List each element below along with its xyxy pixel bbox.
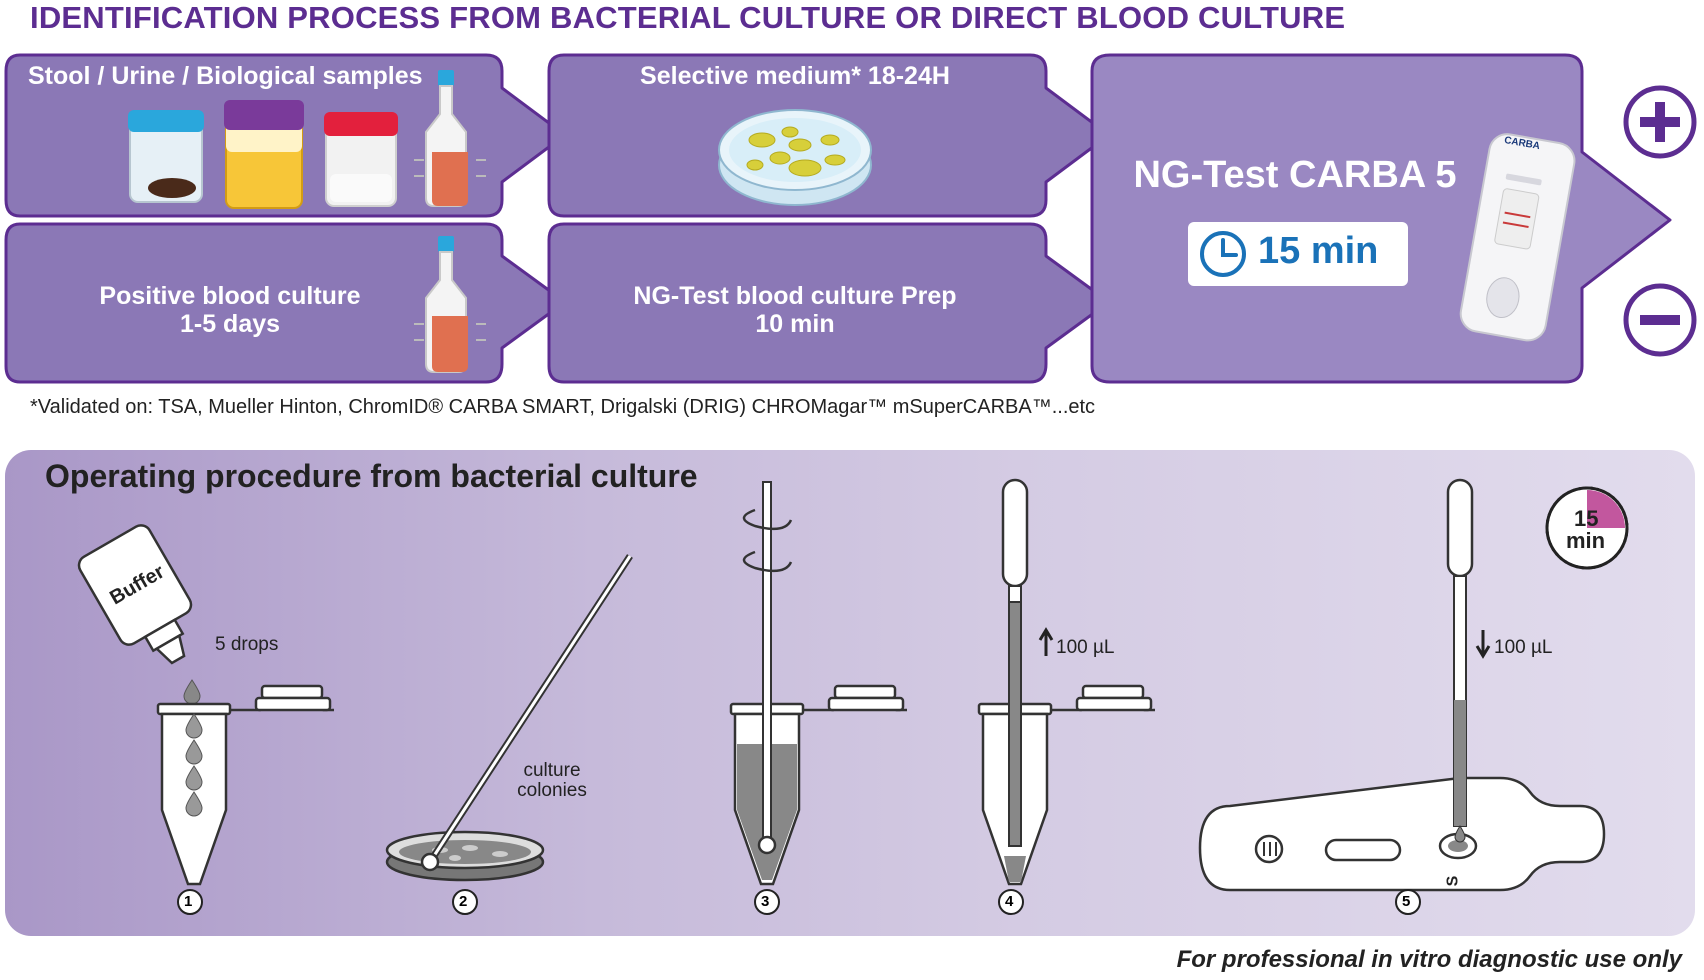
cassette-drawing-icon [1198,776,1606,892]
page-title: IDENTIFICATION PROCESS FROM BACTERIAL CU… [30,0,1346,35]
test-cassette-icon [1459,133,1576,342]
pipette-icon-4 [1001,478,1029,847]
positive-blood-line1: Positive blood culture [99,282,361,310]
samples-label: Stool / Urine / Biological samples [28,62,423,90]
stool-jar-icon [128,110,204,203]
timer-icon [1545,486,1629,570]
step-number-4: 4 [1005,893,1014,910]
pipette-icon-5 [1446,478,1474,843]
test-time: 15 min [1258,230,1379,272]
blood-bottle-icon-top [414,70,486,207]
cassette-s-label: S [1444,875,1462,887]
volume-down-label: 100 µL [1494,637,1553,658]
step-number-5: 5 [1402,893,1411,910]
timer-value: 15 [1574,506,1599,531]
validation-footnote: *Validated on: TSA, Mueller Hinton, Chro… [30,396,1096,418]
positive-blood-line2: 1-5 days [179,310,281,338]
clock-icon [1200,231,1246,277]
time-badge [1188,222,1408,286]
positive-result-icon [1623,85,1697,159]
disclaimer: For professional in vitro diagnostic use… [1176,946,1682,973]
drop-icon [183,679,201,705]
blood-bottle-icon-bottom [414,236,486,373]
arrow-down-icon [1475,630,1491,659]
prep-box [547,222,1111,384]
biological-jar-icon [324,112,398,207]
workflow-diagram [4,53,1697,384]
culture-plate-icon [385,554,633,882]
tube-icon-1 [156,684,334,886]
petri-dish-icon [718,109,872,206]
tube-icon-3 [729,481,907,886]
drops-label: 5 drops [215,634,279,655]
buffer-bottle-icon [77,524,193,665]
prep-line2: 10 min [755,310,835,338]
colonies-line2: colonies [517,780,587,801]
step-number-3: 3 [761,893,770,910]
timer-unit: min [1566,528,1606,553]
ng-test-name: NG-Test CARBA 5 [1133,154,1457,196]
colonies-line1: culture [523,760,581,781]
step-number-2: 2 [459,893,468,910]
volume-up-label: 100 µL [1056,637,1115,658]
procedure-title: Operating procedure from bacterial cultu… [45,458,698,494]
negative-result-icon [1623,283,1697,357]
urine-jar-icon [224,100,304,209]
selective-medium-label: Selective medium* 18-24H [640,62,950,90]
prep-line1: NG-Test blood culture Prep [633,282,957,310]
tube-icon-4 [977,684,1155,886]
arrow-up-icon [1038,627,1054,656]
step-number-1: 1 [184,893,193,910]
step-circles [177,889,1421,915]
